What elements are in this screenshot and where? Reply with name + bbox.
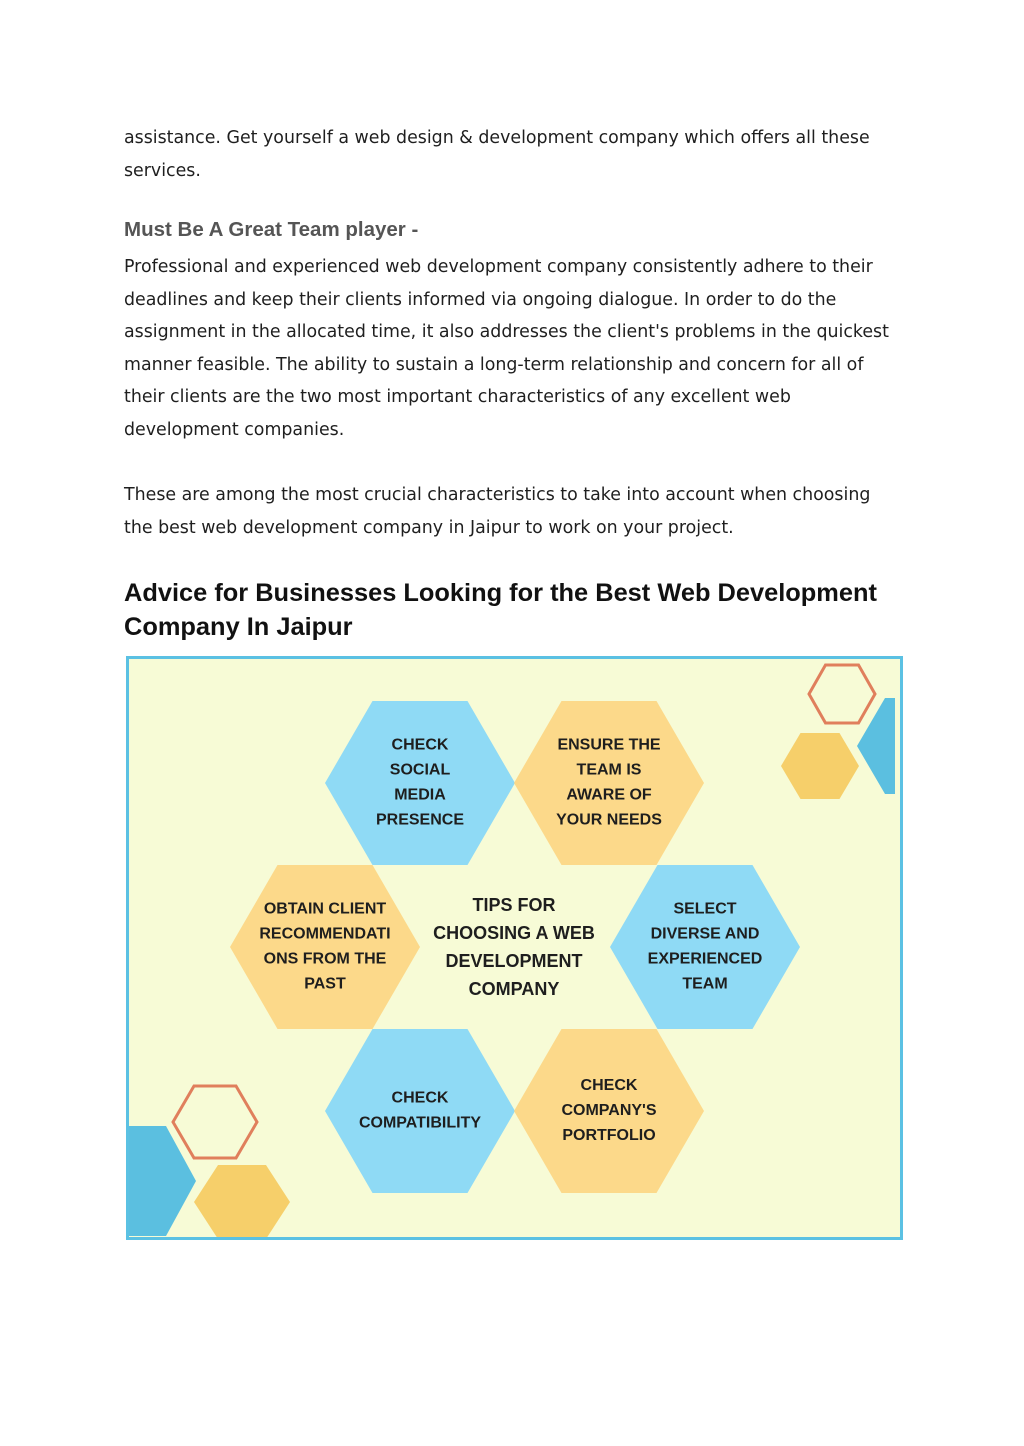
outline-hexagon-top-right: [807, 663, 877, 725]
accent-gold-hexagon-right: [781, 733, 859, 799]
tip-check-portfolio-label-line: CHECK: [581, 1077, 638, 1094]
tip-obtain-recommendations-label-line: PAST: [304, 976, 346, 993]
tip-obtain-recommendations-hexagon: [230, 865, 420, 1029]
tip-select-diverse-team-label-line: SELECT: [673, 901, 736, 918]
tip-check-social-media-label-line: SOCIAL: [390, 762, 451, 779]
section-title: Must Be A Great Team player -: [124, 218, 419, 241]
tip-check-social-media: CHECK SOCIAL MEDIA PRESENCE: [325, 701, 515, 865]
tip-check-social-media-label-line: MEDIA: [394, 787, 446, 804]
tip-ensure-team-aware-label-line: AWARE OF: [566, 787, 652, 804]
tip-check-social-media-label-line: PRESENCE: [376, 812, 464, 829]
center-title-text-line: COMPANY: [469, 979, 560, 999]
accent-gold-hexagon-left: [194, 1165, 290, 1239]
infographic-canvas: CHECK SOCIAL MEDIA PRESENCE ENSURE THE TEAM I…: [126, 656, 903, 1240]
tip-check-social-media-label: CHECK SOCIAL MEDIA PRESENCE: [376, 737, 464, 829]
tip-hexagons: CHECK SOCIAL MEDIA PRESENCE ENSURE THE TEAM I…: [230, 701, 800, 1193]
section-paragraph: Professional and experienced web develop…: [124, 257, 889, 440]
tips-infographic: CHECK SOCIAL MEDIA PRESENCE ENSURE THE TEAM I…: [126, 656, 903, 1240]
center-title-text: TIPS FOR CHOOSING A WEB DEVELOPMENT COMPANY: [433, 895, 595, 999]
tip-ensure-team-aware-hexagon: [514, 701, 704, 865]
tip-check-social-media-label-line: CHECK: [392, 737, 449, 754]
tip-ensure-team-aware-label: ENSURE THE TEAM IS AWARE OF YOUR NEEDS: [556, 737, 662, 829]
tip-obtain-recommendations-label: OBTAIN CLIENT RECOMMENDATI ONS FROM THE PAS…: [259, 901, 390, 993]
accent-blue-hexagon-right: [857, 698, 895, 794]
tip-check-portfolio: CHECK COMPANY'S PORTFOLIO: [514, 1029, 704, 1193]
tip-select-diverse-team-label: SELECT DIVERSE AND EXPERIENCED TEAM: [648, 901, 763, 993]
tip-ensure-team-aware-label-line: YOUR NEEDS: [556, 812, 662, 829]
center-title: TIPS FOR CHOOSING A WEB DEVELOPMENT COMPANY: [433, 895, 595, 999]
tip-ensure-team-aware-label-line: ENSURE THE: [557, 737, 660, 754]
accent-blue-hexagon-left: [129, 1126, 196, 1236]
tip-obtain-recommendations-label-line: OBTAIN CLIENT: [264, 901, 387, 918]
tip-obtain-recommendations-label-line: ONS FROM THE: [264, 951, 387, 968]
tip-check-portfolio-label-line: COMPANY'S: [561, 1102, 656, 1119]
closing-paragraph: These are among the most crucial charact…: [124, 485, 871, 538]
tip-check-portfolio-hexagon: [514, 1029, 704, 1193]
decorative-hexagons: [129, 663, 895, 1239]
tip-select-diverse-team-hexagon: [610, 865, 800, 1029]
center-title-text-line: TIPS FOR: [472, 895, 555, 915]
tip-select-diverse-team-label-line: TEAM: [682, 976, 727, 993]
intro-paragraph: assistance. Get yourself a web design & …: [124, 128, 870, 181]
tip-check-compatibility-hexagon: [325, 1029, 515, 1193]
tip-check-portfolio-label-line: PORTFOLIO: [562, 1127, 655, 1144]
tip-check-compatibility-label-line: COMPATIBILITY: [359, 1115, 481, 1132]
tip-ensure-team-aware-label-line: TEAM IS: [577, 762, 642, 779]
tip-check-portfolio-label: CHECK COMPANY'S PORTFOLIO: [561, 1077, 656, 1144]
advice-heading: Advice for Businesses Looking for the Be…: [124, 579, 877, 641]
tip-select-diverse-team: SELECT DIVERSE AND EXPERIENCED TEAM: [610, 865, 800, 1029]
tip-check-compatibility-label-line: CHECK: [392, 1090, 449, 1107]
tip-obtain-recommendations: OBTAIN CLIENT RECOMMENDATI ONS FROM THE PAS…: [230, 865, 420, 1029]
outline-hexagon-bottom-left: [171, 1084, 259, 1160]
tip-select-diverse-team-label-line: EXPERIENCED: [648, 951, 763, 968]
tip-check-compatibility-label: CHECK COMPATIBILITY: [359, 1090, 481, 1132]
tip-ensure-team-aware: ENSURE THE TEAM IS AWARE OF YOUR NEEDS: [514, 701, 704, 865]
tip-check-compatibility: CHECK COMPATIBILITY: [325, 1029, 515, 1193]
center-title-text-line: DEVELOPMENT: [445, 951, 582, 971]
infographic-border: [126, 656, 903, 1240]
tip-select-diverse-team-label-line: DIVERSE AND: [651, 926, 760, 943]
tip-check-social-media-hexagon: [325, 701, 515, 865]
tip-obtain-recommendations-label-line: RECOMMENDATI: [259, 926, 390, 943]
center-title-text-line: CHOOSING A WEB: [433, 923, 595, 943]
